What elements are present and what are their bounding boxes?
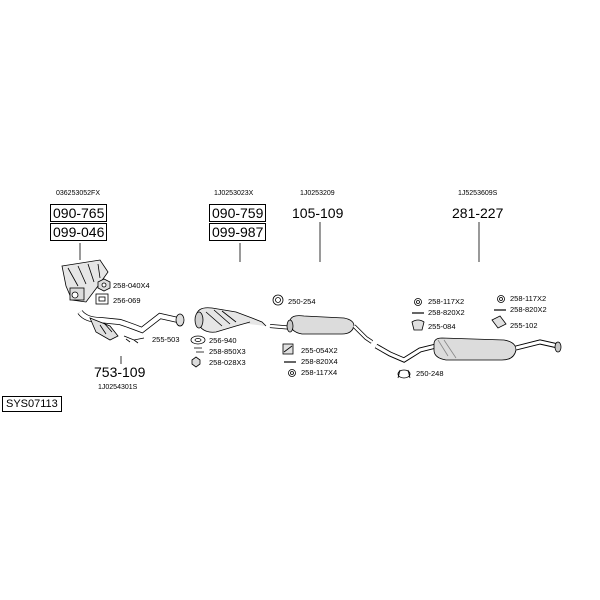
ref-rear-muffler: 1J5253609S — [458, 190, 498, 197]
part-number-manifold-gasket[interactable]: 099-046 — [50, 223, 108, 241]
gasket-256-940-drawing — [190, 335, 206, 345]
ring-250-254-drawing — [272, 294, 284, 306]
label-258-117x2-b[interactable]: 258-117X2 — [510, 294, 547, 303]
label-258-040x4[interactable]: 258-040X4 — [113, 281, 150, 290]
label-255-503[interactable]: 255-503 — [152, 335, 180, 344]
part-number-rear-muffler[interactable]: 281-227 — [452, 205, 504, 221]
ref-front-pipe: 1J0254301S — [98, 384, 138, 391]
label-250-254[interactable]: 250-254 — [288, 297, 316, 306]
label-256-940[interactable]: 256-940 — [209, 336, 237, 345]
label-256-069[interactable]: 256-069 — [113, 296, 141, 305]
part-number-middle-muffler[interactable]: 105-109 — [292, 205, 344, 221]
clamp-258-850x3-drawing — [194, 347, 204, 353]
label-255-054x2[interactable]: 255-054X2 — [301, 346, 338, 355]
part-number-catalyst[interactable]: 090-759 — [209, 204, 267, 222]
label-258-820x2-a[interactable]: 258-820X2 — [428, 308, 465, 317]
clamp-255-503-drawing — [123, 335, 145, 344]
nut-258-040x4-drawing — [97, 278, 111, 292]
label-250-248[interactable]: 250-248 — [416, 369, 444, 378]
label-258-028x3[interactable]: 258-028X3 — [209, 358, 246, 367]
system-code: SYS07113 — [2, 396, 62, 412]
catalyst-drawing — [194, 307, 267, 333]
label-258-820x2-b[interactable]: 258-820X2 — [510, 305, 547, 314]
washer-258-117x2-b-drawing — [497, 295, 505, 303]
rear-muffler-drawing — [433, 337, 562, 361]
ref-middle-muffler: 1J0253209 — [300, 190, 335, 197]
middle-muffler-drawing — [269, 315, 374, 344]
gasket-256-069-drawing — [95, 293, 109, 305]
label-255-084[interactable]: 255-084 — [428, 322, 456, 331]
ref-manifold: 036253052FX — [56, 190, 100, 197]
clamp-255-054x2-drawing — [282, 343, 294, 355]
label-255-102[interactable]: 255-102 — [510, 321, 538, 330]
front-pipe-drawing — [77, 310, 185, 341]
label-258-850x3[interactable]: 258-850X3 — [209, 347, 246, 356]
clamp-255-102-drawing — [491, 315, 507, 329]
label-258-117x2-a[interactable]: 258-117X2 — [428, 297, 465, 306]
label-258-820x4[interactable]: 258-820X4 — [301, 357, 338, 366]
part-number-catalyst-kit[interactable]: 099-987 — [209, 223, 267, 241]
ref-catalyst: 1J0253023X — [214, 190, 254, 197]
clamp-255-084-drawing — [411, 319, 425, 331]
connecting-pipe-drawing — [374, 343, 437, 363]
part-number-manifold[interactable]: 090-765 — [50, 204, 108, 222]
washer-258-117x4-drawing — [288, 369, 296, 377]
manifold-drawing — [61, 259, 109, 303]
ring-250-248-drawing — [397, 369, 411, 379]
part-number-front-pipe[interactable]: 753-109 — [94, 364, 146, 380]
nut-258-028x3-drawing — [191, 356, 201, 368]
label-258-117x4[interactable]: 258-117X4 — [301, 368, 338, 377]
washer-258-117x2-a-drawing — [414, 298, 422, 306]
